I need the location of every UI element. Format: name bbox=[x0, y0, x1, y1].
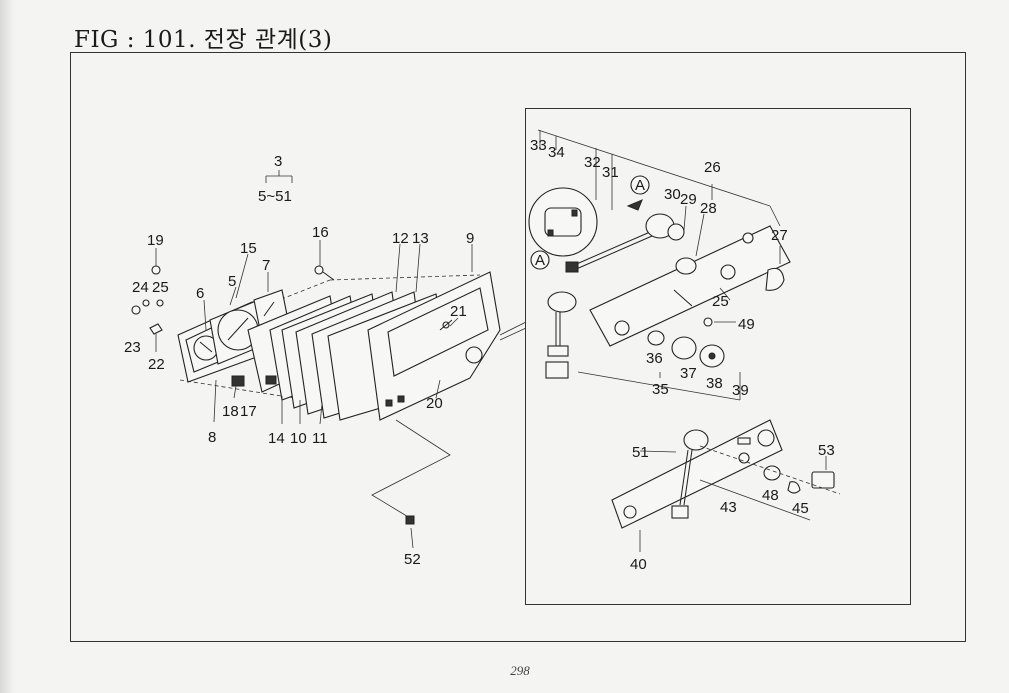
detail-inset-frame bbox=[525, 108, 911, 605]
clip-28 bbox=[765, 267, 785, 291]
diagram-frame bbox=[70, 52, 966, 642]
view-marker-label: A bbox=[635, 177, 645, 194]
callout-10: 10 bbox=[290, 430, 307, 447]
callout-22: 22 bbox=[148, 356, 165, 373]
callout-3: 3 bbox=[274, 153, 282, 170]
callout-29: 28 bbox=[700, 200, 717, 217]
callout-13: 13 bbox=[412, 230, 429, 247]
callout-18: 18 bbox=[222, 403, 239, 420]
callout-9: 9 bbox=[466, 230, 474, 247]
callout-14: 14 bbox=[268, 430, 285, 447]
callout-39: 38 bbox=[706, 375, 723, 392]
switch-knobs bbox=[647, 330, 725, 368]
callout-12: 12 bbox=[392, 230, 409, 247]
callout-23: 23 bbox=[124, 339, 141, 356]
callout-19: 19 bbox=[147, 232, 164, 249]
callout-27: 26 bbox=[704, 159, 721, 176]
callout-17: 17 bbox=[240, 403, 257, 420]
callout-range: 5~51 bbox=[258, 188, 292, 205]
callout-48: 43 bbox=[720, 499, 737, 516]
callout-35: 34 bbox=[548, 144, 565, 161]
view-marker-a-1: A bbox=[530, 250, 550, 270]
lower-parts-50-49-53 bbox=[639, 445, 841, 552]
screws bbox=[131, 265, 453, 335]
callout-15: 15 bbox=[240, 240, 257, 257]
callout-36: 35 bbox=[652, 381, 669, 398]
callout-50: 48 bbox=[762, 487, 779, 504]
lower-switch-body bbox=[671, 429, 709, 519]
callout-31: 30 bbox=[664, 186, 681, 203]
callout-45: 49 bbox=[738, 316, 755, 333]
leader-lines bbox=[155, 240, 473, 549]
callout-52: 52 bbox=[404, 551, 421, 568]
scan-margin bbox=[0, 0, 14, 693]
combination-switch bbox=[565, 213, 697, 275]
group-bracket bbox=[265, 170, 293, 183]
callout-49: 45 bbox=[792, 500, 809, 517]
rotary-switch bbox=[545, 291, 577, 379]
view-a-detail bbox=[528, 187, 598, 257]
inset-guide-lines bbox=[537, 129, 781, 401]
callout-labels: 3 5~51 19 16 15 7 5 6 24 25 23 22 12 13 … bbox=[124, 137, 835, 573]
callout-38: 37 bbox=[680, 365, 697, 382]
callout-53: 53 bbox=[818, 442, 835, 459]
callout-20: 20 bbox=[426, 395, 443, 412]
callout-8: 8 bbox=[208, 429, 216, 446]
callout-30: 29 bbox=[680, 191, 697, 208]
callout-7: 7 bbox=[262, 257, 270, 274]
harness-wire bbox=[371, 321, 527, 525]
callout-21: 21 bbox=[450, 303, 467, 320]
callout-11: 11 bbox=[312, 430, 328, 447]
callout-34: 33 bbox=[530, 137, 547, 154]
callout-33: 32 bbox=[584, 154, 601, 171]
figure-title: FIG : 101. 전장 관계(3) bbox=[74, 27, 333, 53]
callout-25: 25 bbox=[152, 279, 169, 296]
callout-6: 6 bbox=[196, 285, 204, 302]
callout-26: 25 bbox=[712, 293, 729, 310]
page-number: 298 bbox=[510, 663, 530, 678]
callout-40: 39 bbox=[732, 382, 749, 399]
meter-bezel bbox=[367, 271, 501, 421]
callout-24: 24 bbox=[132, 279, 149, 296]
view-marker-label: A bbox=[535, 252, 545, 269]
view-marker-a-2: A bbox=[626, 175, 650, 211]
callout-51: 51 bbox=[632, 444, 649, 461]
lower-switch-plate bbox=[611, 419, 783, 529]
switch-panel-plate bbox=[589, 225, 791, 347]
callout-37: 36 bbox=[646, 350, 663, 367]
callout-28: 27 bbox=[771, 227, 788, 244]
callout-5: 5 bbox=[228, 273, 236, 290]
callout-32: 31 bbox=[602, 164, 619, 181]
small-fasteners bbox=[673, 289, 713, 327]
callout-16: 16 bbox=[312, 224, 329, 241]
callout-43: 40 bbox=[630, 556, 647, 573]
